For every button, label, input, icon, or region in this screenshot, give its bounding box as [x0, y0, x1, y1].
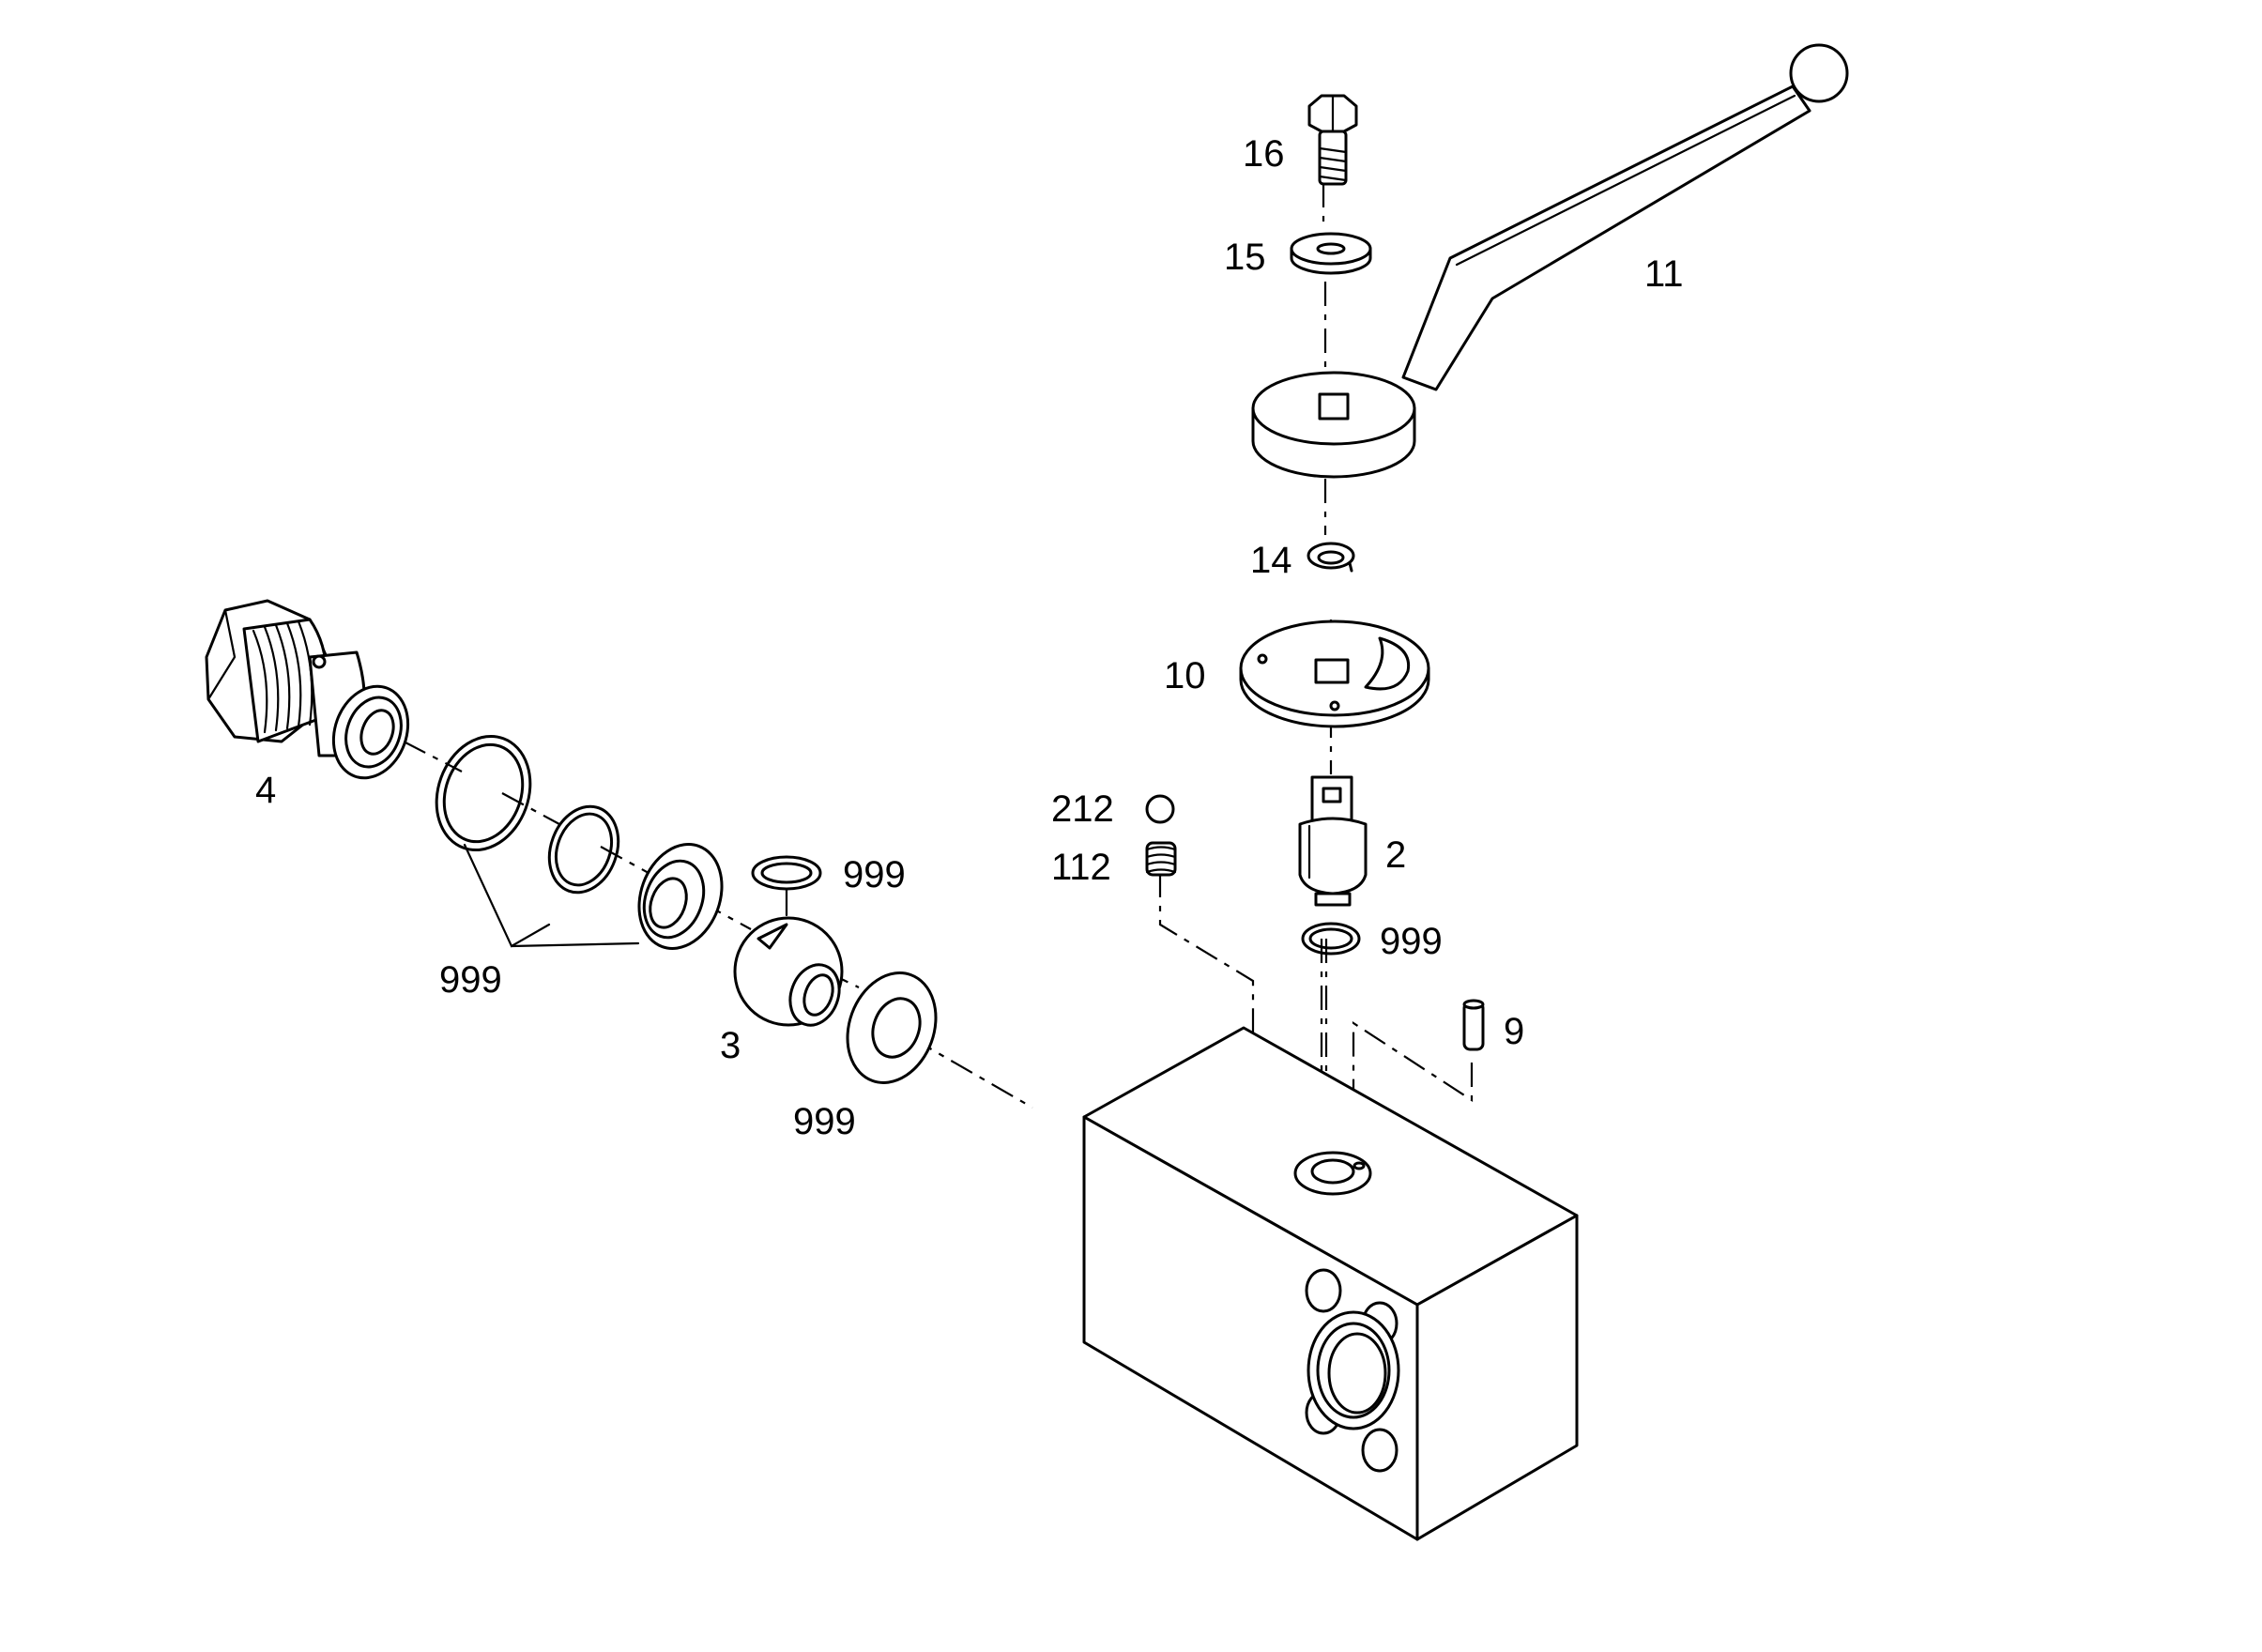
- label-112: 112: [1051, 847, 1111, 888]
- label-3: 3: [720, 1025, 741, 1066]
- spring-ring-part-14: [1307, 542, 1355, 573]
- label-999-seal-top: 999: [843, 854, 906, 895]
- o-rings-part-999: [435, 734, 640, 948]
- label-16: 16: [1243, 133, 1285, 175]
- o-ring-stem-part-999: [1301, 922, 1361, 956]
- label-10: 10: [1164, 655, 1206, 696]
- spring-part-112: [1145, 841, 1177, 877]
- seal-top-part-999: [751, 855, 822, 917]
- detent-ball-part-212: [1145, 794, 1175, 824]
- label-9: 9: [1504, 1011, 1524, 1052]
- bolt-part-16: [1307, 94, 1358, 186]
- label-14: 14: [1250, 540, 1292, 581]
- label-999-seat: 999: [793, 1101, 856, 1142]
- pin-part-9: [1462, 999, 1485, 1051]
- label-212: 212: [1051, 788, 1114, 830]
- label-15: 15: [1224, 237, 1266, 278]
- lever-handle-part-11: [1251, 43, 1849, 479]
- label-999-stem: 999: [1380, 921, 1443, 962]
- part-labels: 16 15 11 14 10 212 112 2 999 9 4 999 999…: [255, 133, 1684, 1142]
- label-4: 4: [255, 770, 276, 811]
- seat-ring-lower-part-999: [846, 971, 938, 1084]
- label-2: 2: [1385, 834, 1406, 876]
- label-11: 11: [1644, 253, 1684, 295]
- washer-part-15: [1290, 232, 1372, 275]
- label-999-rings: 999: [439, 959, 502, 1001]
- seat-ring-upper-part-999: [637, 843, 724, 950]
- spindle-part-2: [1298, 775, 1368, 907]
- stop-plate-part-10: [1239, 620, 1430, 728]
- valve-body: [1082, 1026, 1579, 1541]
- end-fitting-part-4: [205, 599, 410, 780]
- ball-part-3: [733, 916, 844, 1027]
